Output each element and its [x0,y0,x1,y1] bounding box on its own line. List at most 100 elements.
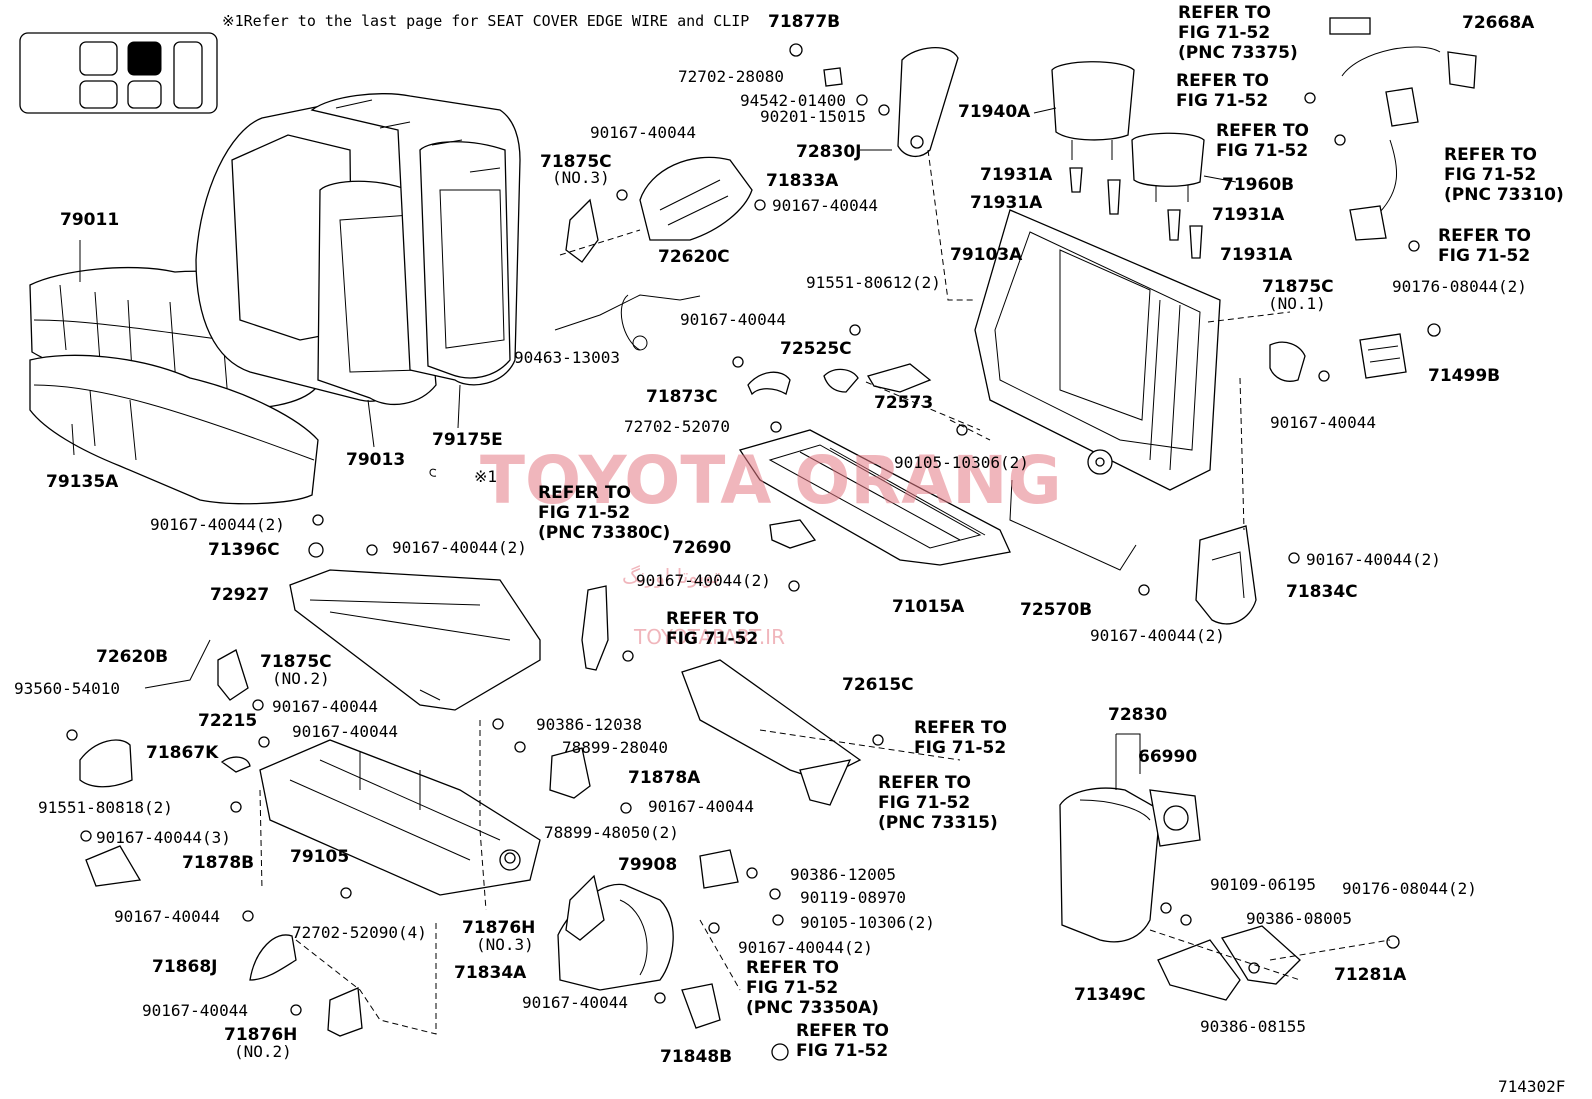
part-label: 90167-40044 [522,993,628,1012]
part-label: 78899-48050(2) [544,823,679,842]
refer-line: REFER TO [1438,226,1531,246]
refer-line: (PNC 73315) [878,813,998,833]
part-label: 71281A [1334,965,1407,985]
part-label: 71878B [182,853,254,873]
part-label: 79103A [950,245,1023,265]
watermark-site: TOYOTAPART.IR [633,625,785,649]
part-label: 90167-40044 [1270,413,1376,432]
seatback-cover-79175E [310,93,521,386]
cover-71873C [747,371,791,396]
part-label: (NO.2) [272,669,330,688]
part-label: 90167-40044(2) [392,538,527,557]
part-label: (NO.3) [552,168,610,187]
refer-line: (PNC 73310) [1444,185,1564,205]
cover-71875C-no1 [1269,341,1306,382]
part-label: 71931A [980,165,1053,185]
refer-note: REFER TO FIG 71-52 (PNC 73315) [878,773,998,833]
refer-note: REFER TO FIG 71-52 [1438,226,1531,266]
part-label: 71349C [1074,985,1146,1005]
part-label: 71875C [540,152,612,172]
refer-line: REFER TO [538,483,631,503]
belt-buckle-center [581,585,609,671]
cable-72620B [144,639,211,689]
part-label: 71876H [462,918,535,938]
part-label: 71931A [1212,205,1285,225]
part-label: 90167-40044 [142,1001,248,1020]
part-label: 90176-08044(2) [1342,879,1477,898]
fastener-icons [66,43,1441,1016]
part-label: 90386-12038 [536,715,642,734]
cup-holder-66990 [1149,789,1201,847]
refer-line: FIG 71-52 [666,629,758,649]
part-label: 78899-28040 [562,738,668,757]
seat-locator-icon [19,32,218,114]
part-label: 90167-40044 [272,697,378,716]
leader-lines [71,107,1391,1035]
hinge-71349C [1157,939,1241,1001]
watermark-brand: TOYOTA ORANG [480,442,1062,519]
part-label: (NO.1) [1268,294,1326,313]
part-label: 72830 [1108,705,1167,725]
part-label: 91551-80818(2) [38,798,173,817]
refer-line: FIG 71-52 [1216,141,1308,161]
headrest-71960B [1131,132,1205,202]
refer-line: REFER TO [666,609,759,629]
header-note: ※1Refer to the last page for SEAT COVER … [222,12,749,30]
part-label: 90105-10306(2) [894,453,1029,472]
refer-line: FIG 71-52 [538,503,630,523]
part-label: 90386-08005 [1246,909,1352,928]
refer-line: FIG 71-52 [1176,91,1268,111]
refer-note: REFER TO FIG 71-52 (PNC 73375) [1178,3,1298,63]
part-label: 71931A [1220,245,1293,265]
part-label: 90167-40044 [590,123,696,142]
bracket-79908 [699,849,739,889]
part-label: 90167-40044(2) [636,571,771,590]
part-label: (NO.3) [476,935,534,954]
bracket-cover-center [681,659,862,806]
seatback-frame-79103A [974,209,1221,491]
cover-71876H-no3 [565,874,605,941]
part-label: 90167-40044(2) [150,515,285,534]
part-label: 72702-52070 [624,417,730,436]
hinge-71281A [1221,925,1301,985]
hinge-cover-71833A [639,156,753,241]
part-label: (NO.2) [234,1042,292,1061]
part-label: 93560-54010 [14,679,120,698]
part-label: 71877B [768,12,840,32]
part-label: 90109-06195 [1210,875,1316,894]
armrest-hinge-72830J [897,46,959,157]
refer-line: FIG 71-52 [1438,246,1530,266]
seat-belt-retractor [1329,17,1477,241]
part-label: 90167-40044(2) [1306,550,1441,569]
part-label: 79135A [46,472,119,492]
refer-note: REFER TO FIG 71-52 [1216,121,1309,161]
cover-71834C [1195,525,1257,625]
part-label: 71015A [892,597,965,617]
belt-buckle-71848B [681,983,789,1061]
refer-line: FIG 71-52 [914,738,1006,758]
part-label: 90201-15015 [760,107,866,126]
headrest-guide-71931A [1069,167,1203,259]
part-label: 71834A [454,963,527,983]
part-label: 71873C [646,387,718,407]
part-label: 71499B [1428,366,1500,386]
refer-note: REFER TO FIG 71-52 (PNC 73380C) [538,483,670,543]
part-label: 90167-40044 [680,310,786,329]
part-label: 71396C [208,540,280,560]
part-label: 72620B [96,647,168,667]
part-label: 71848B [660,1047,732,1067]
part-label: 72668A [1462,13,1535,33]
part-label: 90167-40044(2) [1090,626,1225,645]
part-label: 79011 [60,210,119,230]
part-label: 90167-40044 [114,907,220,926]
refer-note: REFER TO FIG 71-52 (PNC 73350A) [746,958,879,1018]
refer-line: FIG 71-52 [1178,23,1270,43]
refer-note: REFER TO FIG 71-52 (PNC 73310) [1444,145,1564,205]
part-label: 72927 [210,585,269,605]
cap-72525C [823,368,859,393]
refer-line: REFER TO [1444,145,1537,165]
refer-note: REFER TO FIG 71-52 [914,718,1007,758]
refer-line: FIG 71-52 [796,1041,888,1061]
part-label: 94542-01400 [740,91,846,110]
